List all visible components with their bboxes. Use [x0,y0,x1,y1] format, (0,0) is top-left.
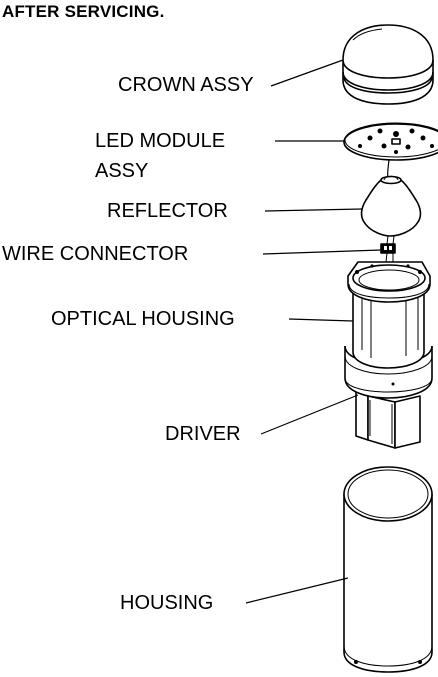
housing-part [343,466,433,673]
reflector-leader [264,208,363,212]
housing-leader [245,577,349,604]
crown-leader [270,59,344,87]
led-module-label-line2: ASSY [95,160,149,182]
wire-connector-label: WIRE CONNECTOR [2,243,189,265]
led-module-label: LED MODULE [95,130,226,152]
led-module-part [343,122,438,161]
housing-label: HOUSING [120,592,214,614]
optical-housing-part [344,261,433,449]
optical-leader [288,318,354,322]
leader-lines [245,59,382,604]
driver-leader [260,394,359,435]
wire-leader [262,249,382,255]
reflector-part [360,175,422,245]
crown-assy-part [342,24,434,105]
diagram-heading: AFTER SERVICING. [2,2,165,21]
crown-assy-label: CROWN ASSY [118,74,254,96]
wire-connector-part [380,243,396,263]
driver-label: DRIVER [165,423,241,445]
optical-housing-label: OPTICAL HOUSING [51,308,235,330]
reflector-label: REFLECTOR [107,200,228,222]
